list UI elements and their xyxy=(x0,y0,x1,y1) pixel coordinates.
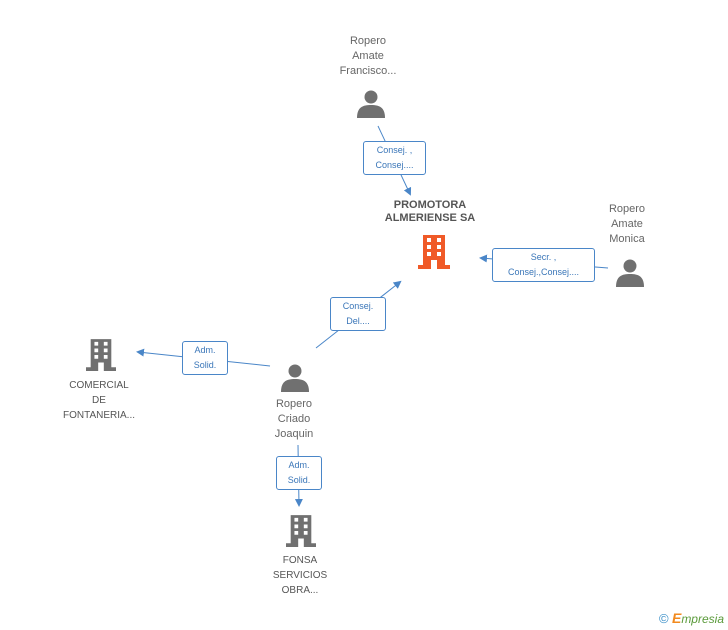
empresia-logo-text: mpresia xyxy=(681,612,724,626)
copyright-symbol: © xyxy=(659,611,669,626)
edge-role-line: Adm. xyxy=(288,460,310,470)
edge-role-line: Secr. , xyxy=(530,252,557,262)
empresia-watermark: © Empresia xyxy=(659,610,724,626)
company-name-line: ALMERIENSE SA xyxy=(384,212,476,224)
building-icon[interactable] xyxy=(286,514,316,548)
person-name-line: Ropero xyxy=(608,203,646,215)
person-name-line: Joaquin xyxy=(274,428,314,440)
company-label-comercial[interactable]: COMERCIAL DE FONTANERIA... xyxy=(49,378,149,423)
person-icon[interactable] xyxy=(356,88,386,118)
company-label-fonsa[interactable]: FONSA SERVICIOS OBRA... xyxy=(250,553,350,598)
person-name-line: Ropero xyxy=(349,35,387,47)
edge-label-joaquin-promotora[interactable]: Consej. Del.... xyxy=(330,297,386,331)
edge-role-line: Del.... xyxy=(346,316,370,326)
company-name-line: SERVICIOS xyxy=(272,570,328,581)
person-icon[interactable] xyxy=(280,362,310,392)
person-name-line: Ropero xyxy=(275,398,313,410)
person-name-line: Amate xyxy=(352,50,384,62)
person-icon[interactable] xyxy=(615,257,645,287)
person-name-line: Francisco... xyxy=(339,65,397,77)
building-icon[interactable] xyxy=(418,235,450,269)
edge-role-line: Adm. xyxy=(194,345,216,355)
person-label-monica[interactable]: Ropero Amate Monica xyxy=(592,202,662,247)
company-name-line: OBRA... xyxy=(281,585,319,596)
empresia-logo-initial: E xyxy=(671,610,682,626)
edge-label-monica-promotora[interactable]: Secr. , Consej.,Consej.... xyxy=(492,248,595,282)
company-name-line: FONSA xyxy=(282,555,318,566)
person-name-line: Criado xyxy=(277,413,311,425)
edge-label-francisco-promotora[interactable]: Consej. , Consej.... xyxy=(363,141,426,175)
edge-label-joaquin-comercial[interactable]: Adm. Solid. xyxy=(182,341,228,375)
company-name-line: FONTANERIA... xyxy=(62,410,136,421)
edge-label-joaquin-fonsa[interactable]: Adm. Solid. xyxy=(276,456,322,490)
edge-role-line: Consej.,Consej.... xyxy=(507,267,580,277)
person-name-line: Monica xyxy=(609,233,645,245)
company-name-line: DE xyxy=(92,395,106,406)
company-label-promotora[interactable]: PROMOTORA ALMERIENSE SA xyxy=(370,199,490,225)
person-label-francisco[interactable]: Ropero Amate Francisco... xyxy=(328,34,408,79)
person-label-joaquin[interactable]: Ropero Criado Joaquin xyxy=(254,397,334,442)
edge-role-line: Consej. , xyxy=(376,145,413,155)
person-name-line: Amate xyxy=(611,218,643,230)
company-name-line: COMERCIAL xyxy=(69,380,129,391)
edge-role-line: Consej. xyxy=(342,301,374,311)
edge-role-line: Consej.... xyxy=(375,160,414,170)
building-icon[interactable] xyxy=(86,338,116,372)
edge-role-line: Solid. xyxy=(193,360,217,370)
company-name-line: PROMOTORA xyxy=(393,199,467,211)
edge-role-line: Solid. xyxy=(287,475,311,485)
